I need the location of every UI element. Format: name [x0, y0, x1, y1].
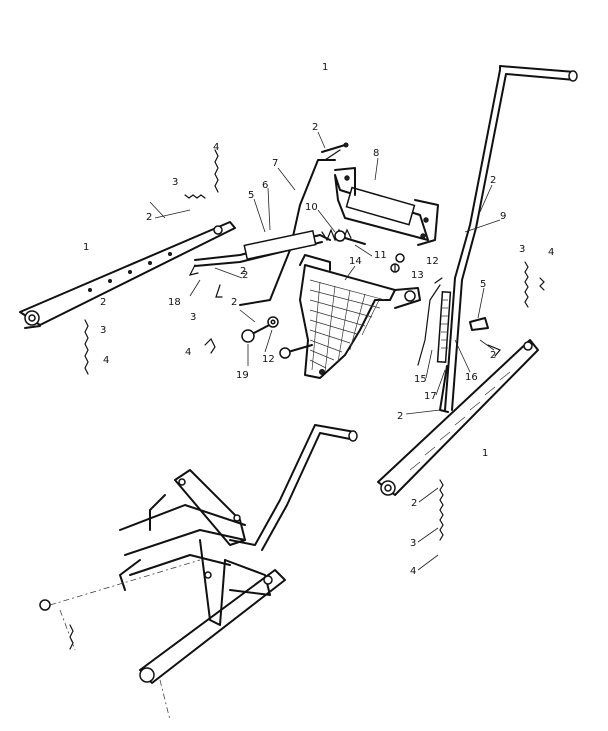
callout-2: 2 — [100, 297, 106, 308]
callout-4: 4 — [103, 355, 109, 366]
callout-labels: 1 2 4 3 2 7 6 5 8 10 2 9 11 12 13 14 1 2… — [83, 62, 554, 577]
lift-arm-left-1 — [19, 221, 236, 329]
callout-2: 2 — [490, 175, 496, 186]
lift-arm-right-1 — [377, 339, 539, 496]
rocker-shaft-8 — [334, 167, 439, 246]
callout-2: 2 — [146, 212, 152, 223]
callout-13: 13 — [411, 270, 424, 281]
bolt-lower-center — [279, 344, 313, 359]
callout-3: 3 — [172, 177, 178, 188]
callout-12: 12 — [262, 354, 275, 365]
callout-2: 2 — [411, 498, 417, 509]
chain-right — [524, 261, 545, 308]
callout-4: 4 — [185, 347, 191, 358]
callout-8: 8 — [373, 148, 379, 159]
adjusting-rod-6 — [194, 228, 352, 267]
bolt-11 — [334, 230, 366, 245]
callout-19: 19 — [236, 370, 249, 381]
link-15 — [417, 277, 443, 366]
callout-top-1: 1 — [322, 62, 328, 73]
callout-2: 2 — [490, 350, 496, 361]
callout-14: 14 — [349, 256, 362, 267]
callout-3: 3 — [190, 312, 196, 323]
callout-4: 4 — [213, 142, 219, 153]
callout-9: 9 — [500, 211, 506, 222]
leader-lines — [149, 131, 501, 571]
lift-lever-main — [444, 65, 578, 411]
callout-3: 3 — [410, 538, 416, 549]
callout-15: 15 — [414, 374, 427, 385]
pin-topcenter — [321, 142, 349, 153]
callout-2: 2 — [240, 266, 246, 277]
callout-17: 17 — [424, 391, 437, 402]
callout-2: 2 — [242, 270, 248, 281]
callout-4: 4 — [410, 566, 416, 577]
callout-7: 7 — [272, 158, 278, 169]
nut-12-upper — [395, 253, 405, 263]
callout-12: 12 — [426, 256, 439, 267]
callout-1: 1 — [83, 242, 89, 253]
assembled-view — [39, 424, 358, 721]
pivot-bracket-14 — [299, 254, 421, 379]
callout-6: 6 — [262, 180, 268, 191]
callout-2: 2 — [312, 122, 318, 133]
callout-3: 3 — [519, 244, 525, 255]
callout-5: 5 — [480, 279, 486, 290]
chain-bottom-right — [439, 479, 444, 541]
callout-4: 4 — [548, 247, 554, 258]
chain-left-lower — [84, 319, 89, 375]
callout-2: 2 — [397, 411, 403, 422]
callout-16: 16 — [465, 372, 478, 383]
lift-rod-7 — [239, 149, 341, 306]
washer-12-lower — [267, 316, 279, 328]
chain-left-upper — [184, 149, 219, 199]
nut-13 — [390, 263, 400, 273]
callout-1: 1 — [482, 448, 488, 459]
callout-11: 11 — [374, 250, 387, 261]
callout-2: 2 — [231, 297, 237, 308]
clips-left — [188, 264, 223, 354]
callout-18: 18 — [168, 297, 181, 308]
callout-5: 5 — [248, 190, 254, 201]
callout-3: 3 — [100, 325, 106, 336]
callout-10: 10 — [305, 202, 318, 213]
clip-right — [469, 317, 501, 357]
hatched-plate — [309, 279, 386, 373]
